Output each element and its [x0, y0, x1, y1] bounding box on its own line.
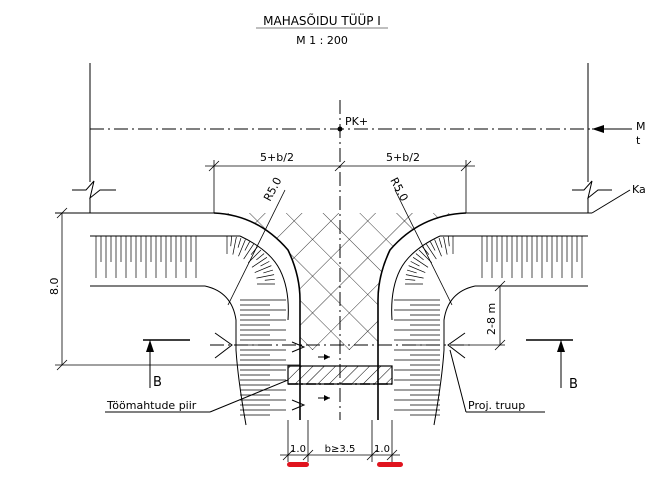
return-curve-left-mid	[239, 235, 289, 321]
radial-tick	[243, 243, 254, 260]
axis-leader-arrow	[592, 125, 604, 133]
radius-right: R5.0	[387, 175, 410, 203]
culvert-inlet-left	[214, 332, 233, 359]
bottom-tick-2	[302, 449, 314, 461]
radial-tick	[254, 265, 272, 273]
leader-work-limit	[209, 379, 289, 413]
junction-crosshatch	[214, 213, 466, 350]
dim-left-half: 5+b/2	[260, 151, 294, 164]
radial-tick	[434, 239, 442, 257]
bottom-tick-3	[366, 449, 378, 461]
radius-leader-right	[394, 189, 453, 306]
flow-arrow-3	[291, 399, 306, 411]
radial-tick	[260, 261, 270, 267]
section-right: B	[569, 377, 578, 392]
bottom-tick-4	[386, 449, 398, 461]
radial-tick	[256, 253, 265, 261]
leader-work-limit-text: Töömahtude piir	[106, 399, 197, 412]
height-tick-top	[56, 207, 68, 219]
section-arrow-right	[557, 340, 565, 352]
tick-left	[208, 160, 220, 172]
radial-tick	[443, 236, 448, 255]
break-symbol-right	[572, 180, 612, 200]
highlight-mark-right	[377, 462, 403, 467]
culvert-inlet-right	[447, 332, 466, 359]
dim-slope: 2-8 m	[485, 303, 498, 335]
right-label-m: M	[636, 120, 645, 133]
drawing-title: MAHASÕIDU TÜÜP I	[263, 12, 381, 28]
return-curve-left-outer	[204, 285, 247, 426]
dim-bottom-right: 1.0	[374, 444, 390, 455]
radial-ticks-right	[394, 236, 454, 416]
radial-tick	[405, 274, 424, 279]
flow-arrow-4-head	[324, 395, 330, 401]
radial-tick	[406, 269, 417, 274]
radial-tick	[244, 241, 250, 251]
break-symbol-left	[72, 180, 116, 200]
radial-tick	[238, 239, 246, 257]
radial-tick	[232, 236, 237, 255]
radial-tick	[237, 237, 242, 248]
slope-tick-top	[494, 280, 506, 292]
return-curve-right-inner	[377, 212, 467, 420]
flow-arrow-1	[291, 341, 306, 353]
tick-right	[460, 160, 472, 172]
tick-mid	[334, 160, 346, 172]
radial-tick	[412, 257, 429, 268]
radial-tick	[410, 261, 420, 267]
flow-arrow-2-head	[324, 354, 330, 360]
section-left: B	[153, 375, 162, 390]
dim-bottom-left: 1.0	[290, 444, 306, 455]
radial-tick	[430, 241, 436, 251]
culvert-hatched-strip	[287, 365, 393, 385]
right-label-ka: Ka	[632, 183, 645, 196]
radial-tick	[447, 236, 450, 247]
radial-tick	[230, 236, 233, 247]
radial-tick	[256, 274, 275, 279]
bottom-tick-1	[282, 449, 294, 461]
radial-tick	[438, 237, 443, 248]
radial-tick	[264, 278, 275, 281]
radial-tick	[415, 253, 424, 261]
right-label-t: t	[636, 134, 641, 147]
dim-right-half: 5+b/2	[386, 151, 420, 164]
radius-leader-left	[227, 189, 286, 306]
radius-left: R5.0	[261, 175, 284, 203]
leader-culvert-text: Proj. truup	[468, 399, 525, 412]
return-curve-right-mid	[391, 235, 441, 321]
section-arrow-left	[146, 340, 154, 352]
highlight-mark-left	[287, 462, 309, 467]
dim-height: 8.0	[48, 278, 61, 296]
radial-tick	[426, 243, 437, 260]
radial-tick	[251, 257, 268, 268]
dim-bottom-mid: b≥3.5	[325, 444, 356, 455]
leader-culvert	[449, 349, 467, 413]
slope-ticks-left	[95, 236, 197, 278]
drawing-scale: M 1 : 200	[296, 34, 348, 47]
radial-tick	[408, 265, 426, 273]
pk-label: PK+	[345, 115, 368, 128]
slope-ticks-right	[481, 236, 583, 278]
return-curve-left-inner	[213, 212, 301, 420]
ka-leader	[591, 189, 631, 214]
radial-tick	[405, 278, 416, 281]
radial-tick	[263, 269, 274, 274]
